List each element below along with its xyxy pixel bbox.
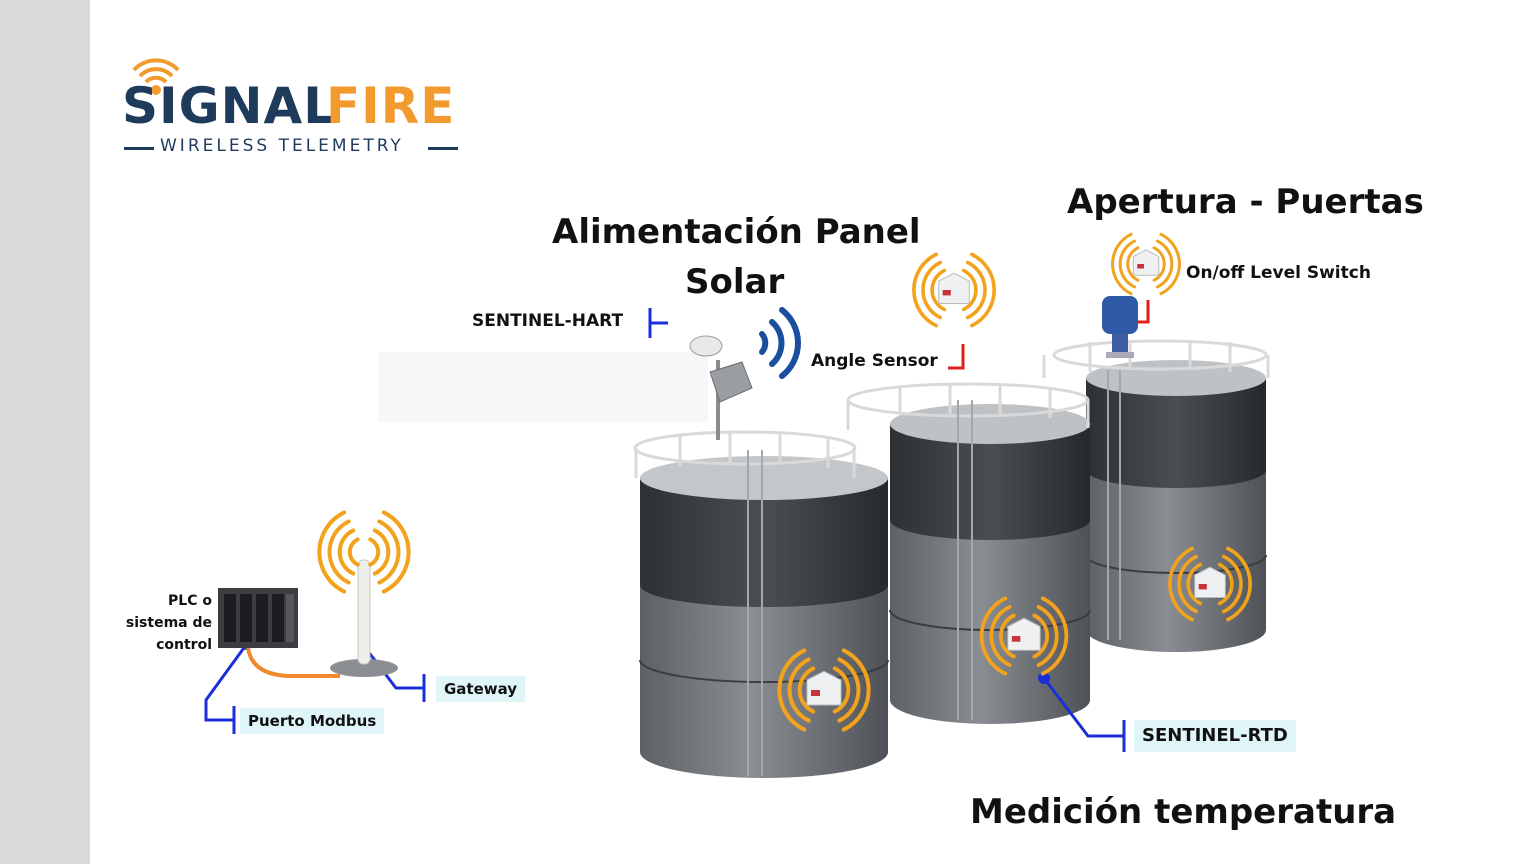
tag-modbus: Puerto Modbus	[240, 708, 385, 734]
level-switch-transmitter-icon	[1102, 296, 1138, 358]
heading-doors: Apertura - Puertas	[1067, 182, 1424, 222]
left-sidebar-band	[0, 0, 90, 864]
rtd-left-sensor-device-icon	[806, 670, 842, 706]
solar-panel-icon	[689, 335, 753, 440]
plc-label-line3: control	[156, 637, 212, 653]
logo-rule-left	[124, 147, 154, 150]
heading-temperature: Medición temperatura	[970, 792, 1397, 832]
level-switch-connector	[1138, 300, 1150, 324]
plc-label-line1: PLC o	[168, 593, 212, 609]
heading-solar-line1: Alimentación Panel	[552, 212, 921, 252]
rtd-right-sensor-device-icon	[1194, 566, 1226, 598]
rtd-middle-sensor-device-icon	[1007, 617, 1041, 651]
hart-connector	[648, 308, 668, 338]
rtd-connector	[1042, 677, 1126, 752]
wireless-signal-icon	[759, 307, 801, 379]
label-sentinel-hart: SENTINEL-HART	[472, 311, 624, 331]
tag-sentinel-rtd: SENTINEL-RTD	[1134, 720, 1296, 752]
angle-sensor-connector	[948, 344, 965, 370]
heading-solar-line2: Solar	[685, 262, 785, 302]
rtd-left-wireless-signal-icon	[777, 648, 871, 732]
logo-rule-right	[428, 147, 458, 150]
logo-word-fire: FIRE	[326, 77, 456, 135]
plc-rack-icon	[218, 588, 298, 648]
plc-label-line2: sistema de	[125, 615, 212, 631]
level-switch-wireless-signal-icon	[1111, 232, 1181, 296]
solar-glow	[378, 352, 708, 422]
label-angle-sensor: Angle Sensor	[811, 351, 938, 371]
angle-sensor-sensor-device-icon	[938, 272, 970, 304]
modbus-connector	[204, 644, 248, 734]
label-level-switch: On/off Level Switch	[1186, 263, 1371, 283]
plc-label: PLC o sistema de control	[118, 590, 212, 656]
gateway-antenna-icon	[330, 559, 398, 677]
gateway-wireless-signal-icon	[317, 510, 411, 594]
logo-signal-icon	[132, 58, 180, 95]
logo-tagline: WIRELESS TELEMETRY	[160, 136, 404, 156]
rtd-connector-dot	[1038, 672, 1050, 684]
level-switch-sensor-device-icon	[1132, 249, 1160, 276]
plc-gateway-cable	[246, 647, 340, 678]
tag-gateway: Gateway	[436, 676, 526, 702]
logo-word-signal: SIGNAL	[122, 77, 337, 135]
